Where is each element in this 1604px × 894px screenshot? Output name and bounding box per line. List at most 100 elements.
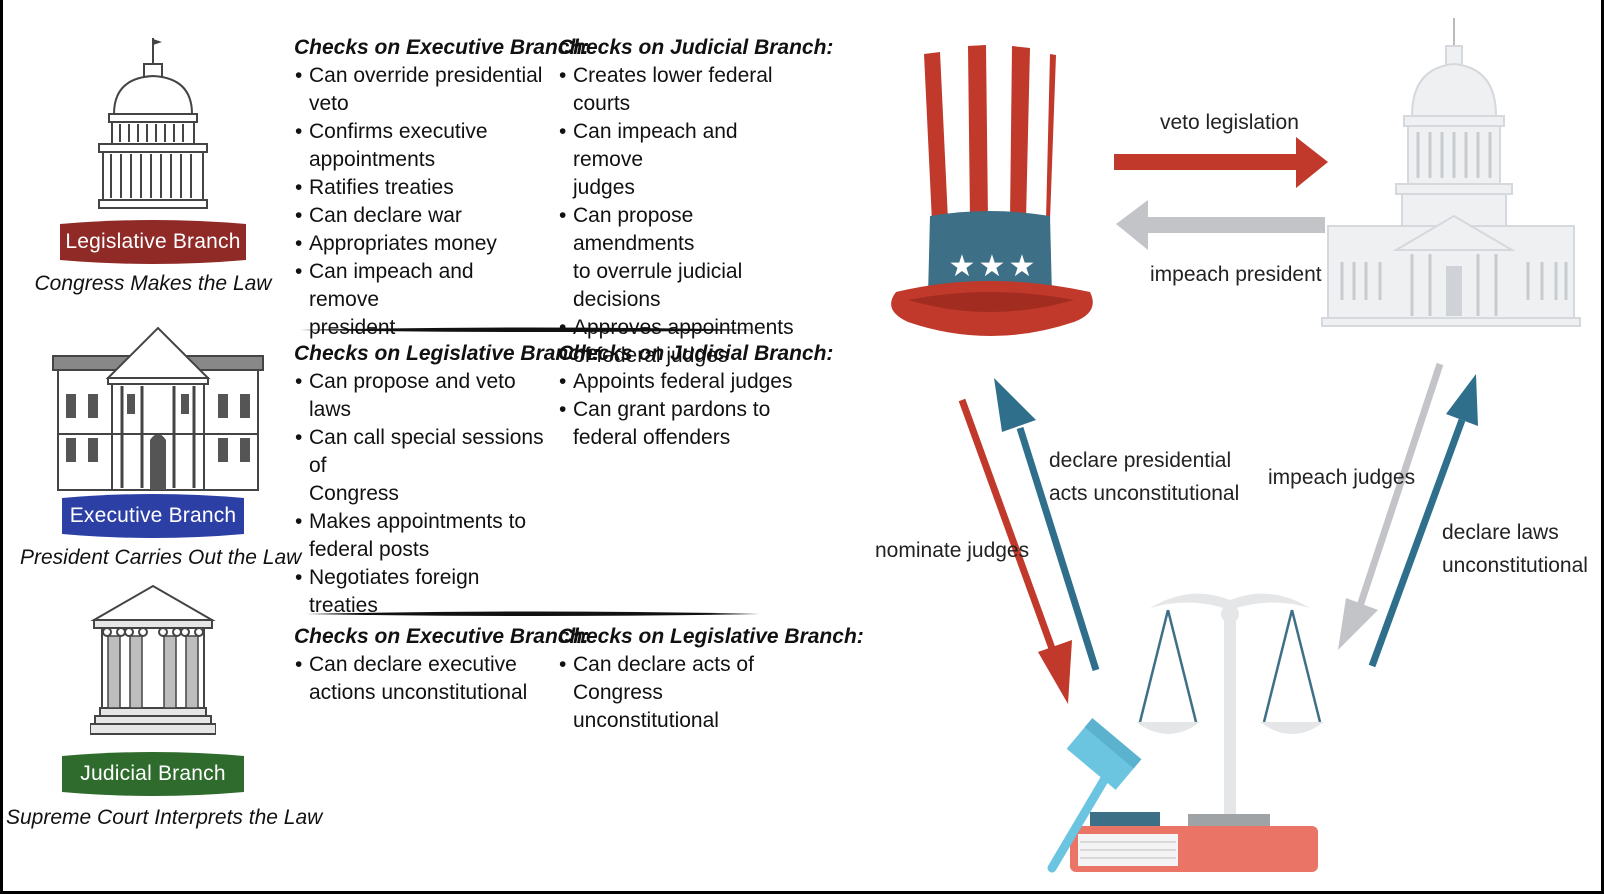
declare-presidential-acts-arrow [994, 378, 1100, 672]
declare-presidential-acts-line-1: declare presidential [1049, 449, 1232, 472]
check-item-line: Can declare acts of Congress [573, 653, 754, 704]
check-item-line: Can override presidential [309, 64, 543, 87]
uncle-sam-hat-icon: ★★★ [891, 45, 1093, 336]
check-item-line: appointments [309, 148, 436, 171]
checks-list: Appoints federal judgesCan grant pardons… [558, 368, 808, 452]
check-item-line: Confirms executive [309, 120, 488, 143]
legislative-banner: Legislative Branch [60, 219, 246, 265]
check-item: Confirms executive appointments [294, 118, 546, 174]
checks-list: Can override presidential vetoConfirms ex… [294, 62, 546, 342]
column-heading: Checks on Judicial Branch: [558, 36, 834, 59]
executive-caption: President Carries Out the Law [20, 546, 302, 569]
check-item-line: veto [309, 92, 349, 115]
section-divider-2 [306, 611, 760, 616]
column-heading: Checks on Judicial Branch: [558, 342, 834, 365]
column-heading: Checks on Executive Branch: [294, 625, 590, 648]
check-item-line: Appropriates money [309, 232, 497, 255]
frame-left-border [0, 0, 3, 894]
judicial-banner-label: Judicial Branch [80, 762, 226, 785]
executive-checks-judicial: Checks on Judicial Branch: Appoints feder… [558, 340, 834, 452]
executive-banner: Executive Branch [62, 493, 244, 539]
section-divider-1 [300, 327, 760, 332]
impeach-judges-label: impeach judges [1268, 461, 1415, 494]
capitol-building-icon [1321, 18, 1581, 327]
check-item: Can propose and veto laws [294, 368, 546, 424]
check-item-line: Ratifies treaties [309, 176, 454, 199]
executive-checks-legislative: Checks on Legislative Branch: Can propose… [294, 340, 600, 620]
declare-presidential-acts-label: declare presidential acts unconstitution… [1049, 444, 1239, 510]
checks-list: Can propose and veto lawsCan call specia… [294, 368, 546, 620]
check-item-line: Appoints federal judges [573, 370, 793, 393]
check-item: Can override presidential veto [294, 62, 546, 118]
check-item-line: Congress [309, 482, 399, 505]
executive-banner-label: Executive Branch [69, 504, 237, 527]
check-item-line: Creates lower federal [573, 64, 773, 87]
svg-text:★: ★ [949, 249, 976, 284]
check-item-line: Makes appointments to [309, 510, 527, 533]
check-item-line: president [309, 316, 396, 339]
scales-gavel-icon [1047, 593, 1324, 873]
legislative-checks-executive: Checks on Executive Branch:Can override … [294, 34, 589, 342]
svg-text:★: ★ [1009, 249, 1036, 284]
veto-legislation-label: veto legislation [1160, 106, 1299, 139]
check-item: Can call special sessions of Congress [294, 424, 546, 508]
impeach-president-arrow [1116, 200, 1325, 250]
check-item: Appropriates money [294, 230, 546, 258]
check-item-line: Can impeach and remove [573, 120, 738, 171]
judicial-caption: Supreme Court Interprets the Law [6, 806, 323, 829]
impeach-president-label: impeach president [1150, 258, 1322, 291]
impeach-judges-arrow [1338, 362, 1444, 650]
check-item-line: courts [573, 92, 631, 115]
legislative-banner-label: Legislative Branch [65, 230, 241, 253]
check-item-line: Approves appointments [573, 316, 794, 339]
checks-list: Creates lower federal courtsCan impeach a… [558, 62, 808, 370]
check-item-line: Can grant pardons to [573, 398, 771, 421]
check-item: Can declare acts of Congress unconstituti… [558, 651, 808, 735]
check-item-line: Can propose amendments [573, 204, 695, 255]
column-heading: Checks on Legislative Branch: [294, 342, 600, 365]
legislative-caption: Congress Makes the Law [34, 272, 272, 295]
impeach-president-line: impeach president [1150, 263, 1322, 286]
check-item-line: federal offenders [573, 426, 731, 449]
nominate-judges-arrow [958, 398, 1072, 704]
legislative-banner-shape [60, 220, 246, 264]
check-item: Appoints federal judges [558, 368, 808, 396]
check-item: Creates lower federal courts [558, 62, 808, 118]
check-item: Can grant pardons to federal offenders [558, 396, 808, 452]
check-item-line: to overrule judicial decisions [573, 260, 743, 311]
frame-right-border [1601, 0, 1604, 894]
declare-presidential-acts-line-2: acts unconstitutional [1049, 482, 1240, 505]
judicial-banner-shape [62, 752, 244, 796]
courthouse-icon [90, 584, 216, 735]
judicial-checks-legislative: Checks on Legislative Branch: Can declare… [558, 623, 864, 735]
check-item-line: Can declare war [309, 204, 462, 227]
nominate-judges-label: nominate judges [875, 534, 1029, 567]
frame-bottom-border [0, 891, 1604, 894]
executive-banner-shape [62, 494, 244, 538]
legislative-checks-judicial: Checks on Judicial Branch:Creates lower … [558, 34, 834, 370]
declare-laws-label: declare laws unconstitutional [1442, 516, 1588, 582]
check-item-line: of federal judges [573, 344, 729, 367]
judicial-checks-executive: Checks on Executive Branch: Can declare e… [294, 623, 590, 707]
judicial-banner: Judicial Branch [62, 751, 244, 797]
check-item-line: Can call special sessions of [309, 426, 544, 477]
white-house-icon [52, 326, 264, 491]
capitol-dome-icon [98, 38, 208, 209]
veto-legislation-line: veto legislation [1160, 111, 1299, 134]
check-item-line: Can propose and veto laws [309, 370, 516, 421]
column-heading: Checks on Legislative Branch: [558, 625, 864, 648]
veto-legislation-arrow [1114, 137, 1328, 188]
declare-laws-line-1: declare laws [1442, 521, 1559, 544]
impeach-judges-line: impeach judges [1268, 466, 1416, 489]
check-item-line: Negotiates foreign treaties [309, 566, 480, 617]
declare-laws-unconstitutional-arrow [1368, 374, 1478, 668]
nominate-judges-line: nominate judges [875, 539, 1030, 562]
check-item-line: unconstitutional [573, 709, 719, 732]
